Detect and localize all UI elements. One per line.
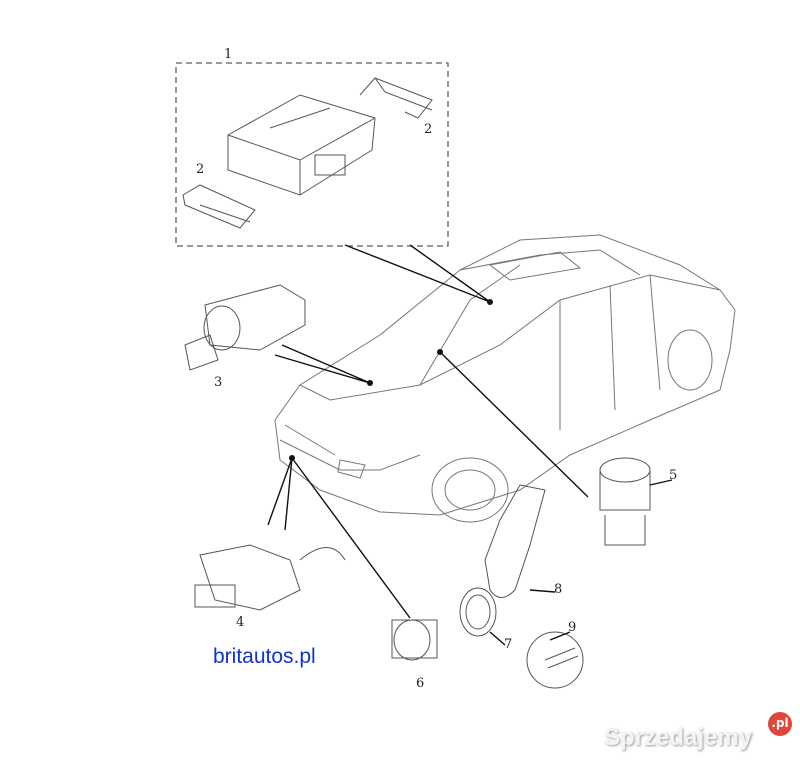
- bracket: [484, 484, 546, 598]
- callout-7: 7: [504, 637, 513, 652]
- callout-6: 6: [416, 676, 425, 691]
- temperature-sensor: [194, 544, 346, 611]
- control-module: [227, 94, 376, 196]
- watermark-badge: .pl: [768, 712, 792, 736]
- callout-3: 3: [214, 375, 223, 390]
- pressure-switch: [184, 284, 306, 371]
- callout-8: 8: [554, 582, 563, 597]
- leader-dots: [289, 299, 493, 461]
- callout-9: 9: [568, 620, 577, 635]
- leader-lines: [267, 244, 673, 646]
- bracket-clip: [359, 77, 433, 119]
- car-outline: [274, 234, 736, 523]
- group-box: [175, 62, 449, 247]
- sensor-cap: [599, 457, 651, 546]
- switch-sensor: [391, 619, 438, 661]
- callout-4: 4: [236, 615, 245, 630]
- bolt: [544, 647, 579, 669]
- callout-2: 2: [424, 122, 433, 137]
- bolt-circle: [526, 631, 584, 689]
- watermark-text: Sprzedajemy: [604, 724, 753, 751]
- site-label: britautos.pl: [213, 645, 316, 668]
- washer: [459, 587, 497, 637]
- callout-2b: 2: [196, 162, 205, 177]
- washer-inner: [465, 594, 491, 630]
- callout-1: 1: [224, 47, 233, 62]
- callout-5: 5: [669, 468, 678, 483]
- bracket-clip: [182, 184, 256, 229]
